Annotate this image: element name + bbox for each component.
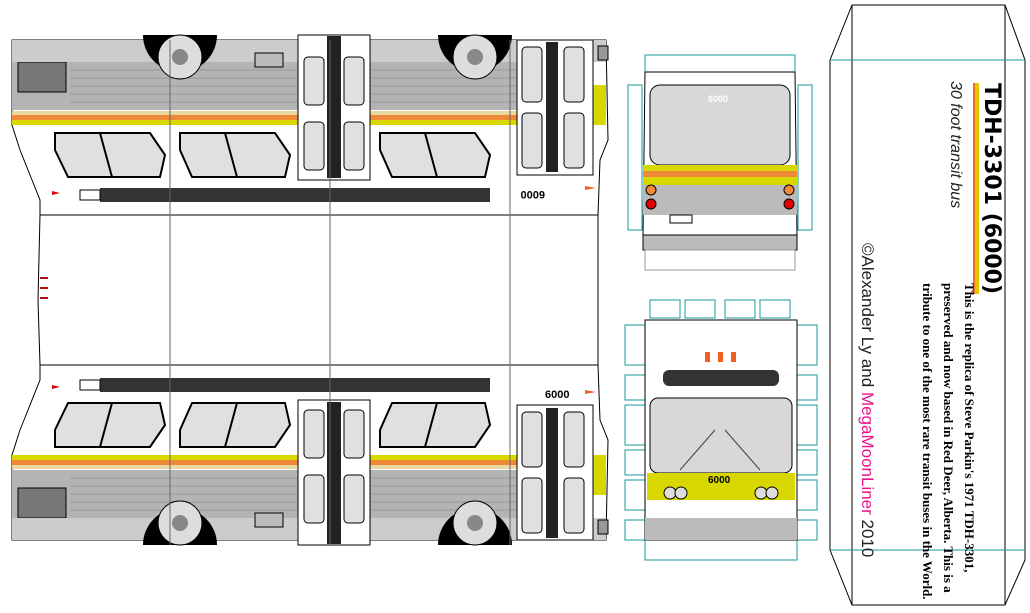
credit-year: 2010 [858, 519, 877, 558]
bus-side-right [11, 364, 609, 546]
bus-side-left [11, 34, 609, 216]
bus-front-view: 6000 [624, 299, 818, 561]
bus-number-side-left: 6000 [521, 188, 545, 200]
credit-prefix: ©Alexander Ly and [858, 243, 877, 392]
credit: ©Alexander Ly and MegaMoonLiner 2010 [857, 243, 877, 557]
credit-brand: MegaMoonLiner [858, 391, 877, 515]
description: This is the replica of Steve Parkin's 19… [920, 283, 977, 600]
bus-number-front: 6000 [708, 475, 731, 486]
label-panel: TDH-3301 (6000) 30 foot transit bus This… [852, 5, 1007, 605]
bus-number-rear: 6000 [708, 94, 728, 104]
model-title: TDH-3301 (6000) [975, 83, 1004, 295]
bus-number-side-right: 6000 [545, 389, 569, 401]
model-subtitle: 30 foot transit bus [947, 81, 964, 209]
bus-rear-view: 6000 [627, 54, 813, 271]
label-box [829, 4, 1026, 606]
bus-roof [37, 40, 599, 545]
